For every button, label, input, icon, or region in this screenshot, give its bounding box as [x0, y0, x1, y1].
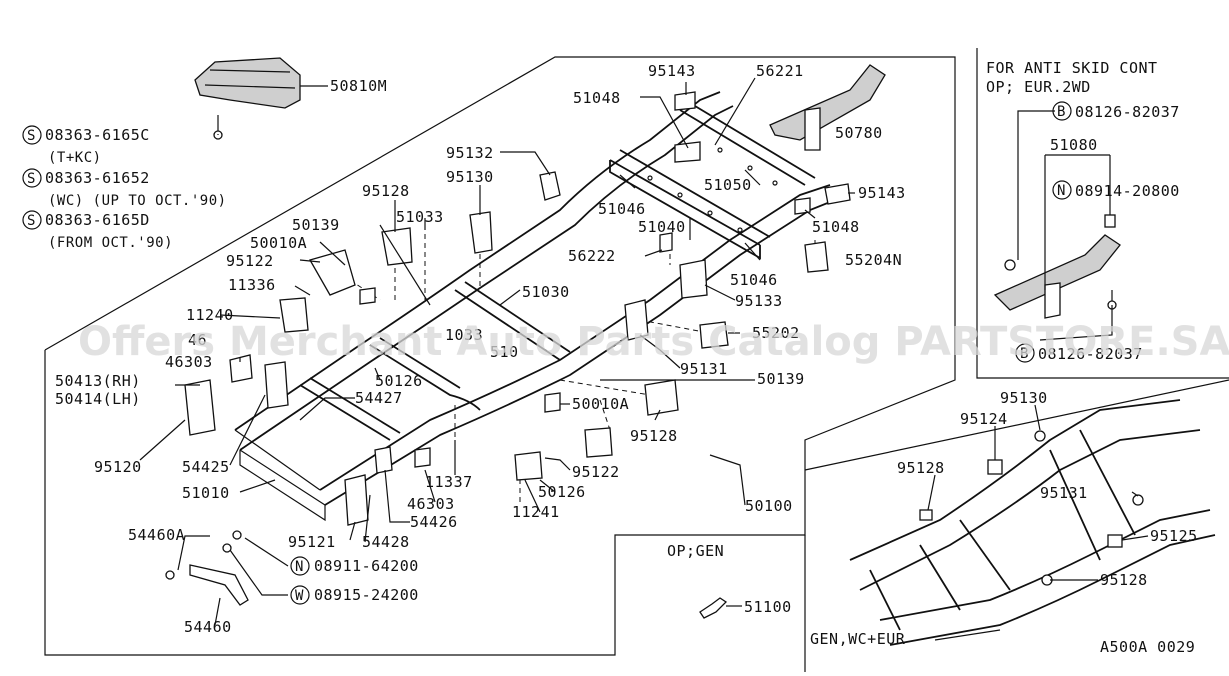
callout-54460A[interactable]: 54460A: [128, 526, 185, 544]
callout-55204N[interactable]: 55204N: [845, 251, 902, 269]
callout-50810M[interactable]: 50810M: [330, 77, 387, 95]
callout-08914-20800[interactable]: 08914-20800: [1075, 182, 1180, 200]
skid-plate-50810M: [194, 57, 301, 140]
crossmember-50780: [769, 64, 886, 151]
callout-50414-lh[interactable]: 50414(LH): [55, 390, 141, 408]
callout-1033-partial[interactable]: 1033: [445, 326, 483, 344]
callout-51046-upper[interactable]: 51046: [598, 200, 646, 218]
bolt-symbol: B: [1057, 104, 1066, 120]
main-border: [44, 56, 956, 656]
inset-antiskid-heading2: OP; EUR.2WD: [986, 78, 1091, 96]
callout-50010A-upper[interactable]: 50010A: [250, 234, 307, 252]
callout-50139-lower[interactable]: 50139: [757, 370, 805, 388]
callout-51100[interactable]: 51100: [744, 598, 792, 616]
callout-11337[interactable]: 11337: [425, 473, 473, 491]
callout-510-partial[interactable]: 510: [490, 343, 519, 361]
screw-symbol: S: [27, 213, 36, 229]
callout-50100[interactable]: 50100: [745, 497, 793, 515]
callout-54460[interactable]: 54460: [184, 618, 232, 636]
callout-54425[interactable]: 54425: [182, 458, 230, 476]
callout-54427[interactable]: 54427: [355, 389, 403, 407]
callout-46303-lower[interactable]: 46303: [407, 495, 455, 513]
inset-genwc: 95130 95124 95128 95131 95125 95128 GEN,…: [804, 379, 1229, 672]
callout-95143-top[interactable]: 95143: [648, 62, 696, 80]
callout-95121[interactable]: 95121: [288, 533, 336, 551]
inset-opgen-heading: OP;GEN: [667, 542, 724, 560]
callout-95128-inset-upper[interactable]: 95128: [897, 459, 945, 477]
callout-95128-upper[interactable]: 95128: [362, 182, 410, 200]
callout-95122-lower[interactable]: 95122: [572, 463, 620, 481]
nut-symbol: N: [295, 559, 304, 575]
callout-11241[interactable]: 11241: [512, 503, 560, 521]
screw-symbol: S: [27, 128, 36, 144]
callout-51048-top[interactable]: 51048: [573, 89, 621, 107]
callout-54428[interactable]: 54428: [362, 533, 410, 551]
callout-51033[interactable]: 51033: [396, 208, 444, 226]
callout-95128-inset-lower[interactable]: 95128: [1100, 571, 1148, 589]
callout-51030[interactable]: 51030: [522, 283, 570, 301]
callout-08363-61652[interactable]: 08363-61652: [45, 169, 150, 187]
callout-51046-lower[interactable]: 51046: [730, 271, 778, 289]
callout-50780[interactable]: 50780: [835, 124, 883, 142]
callout-95130-inset[interactable]: 95130: [1000, 389, 1048, 407]
callout-08363-6165C[interactable]: 08363-6165C: [45, 126, 150, 144]
nut-symbol: N: [1057, 183, 1066, 199]
callout-54426[interactable]: 54426: [410, 513, 458, 531]
callout-95124-inset[interactable]: 95124: [960, 410, 1008, 428]
brackets: [165, 91, 851, 606]
callout-95131-inset[interactable]: 95131: [1040, 484, 1088, 502]
callout-08363-6165D[interactable]: 08363-6165D: [45, 211, 150, 229]
inset-antiskid: FOR ANTI SKID CONT OP; EUR.2WD B 08126-8…: [976, 48, 1229, 379]
callout-08915-24200[interactable]: 08915-24200: [314, 586, 419, 604]
callout-08126-82037-top[interactable]: 08126-82037: [1075, 103, 1180, 121]
inset-opgen: OP;GEN 51100: [667, 542, 792, 619]
inset-antiskid-heading1: FOR ANTI SKID CONT: [986, 59, 1158, 77]
callout-56221[interactable]: 56221: [756, 62, 804, 80]
callout-50139-upper[interactable]: 50139: [292, 216, 340, 234]
callout-50126-upper[interactable]: 50126: [375, 372, 423, 390]
note-wc-up-to: (WC) (UP TO OCT.'90): [48, 193, 227, 209]
callout-95132[interactable]: 95132: [446, 144, 494, 162]
callout-95128-lower[interactable]: 95128: [630, 427, 678, 445]
note-t-kc: (T+KC): [48, 150, 102, 166]
watermark-text: Offers Merchant Auto Parts Catalog PARTS…: [78, 319, 1229, 365]
callout-95131[interactable]: 95131: [680, 360, 728, 378]
inset-genwc-caption: GEN,WC+EUR: [810, 630, 906, 648]
screw-symbol: S: [27, 171, 36, 187]
callout-08126-82037-bottom[interactable]: 08126-82037: [1038, 345, 1143, 363]
callout-95122-upper[interactable]: 95122: [226, 252, 274, 270]
callout-51048-right[interactable]: 51048: [812, 218, 860, 236]
callout-56222[interactable]: 56222: [568, 247, 616, 265]
washer-symbol: W: [295, 588, 304, 604]
callout-51010[interactable]: 51010: [182, 484, 230, 502]
callout-50413-rh[interactable]: 50413(RH): [55, 372, 141, 390]
callout-51050[interactable]: 51050: [704, 176, 752, 194]
note-from-oct: (FROM OCT.'90): [48, 235, 173, 251]
callout-50126-lower[interactable]: 50126: [538, 483, 586, 501]
bolt-symbol: B: [1020, 346, 1029, 362]
callout-95133[interactable]: 95133: [735, 292, 783, 310]
callout-51040[interactable]: 51040: [638, 218, 686, 236]
symbol-markers-main: S S S N W: [22, 125, 310, 605]
callout-46303-left[interactable]: 46303: [165, 353, 213, 371]
callout-11336[interactable]: 11336: [228, 276, 276, 294]
callout-50010A-lower[interactable]: 50010A: [572, 395, 629, 413]
callout-46-partial[interactable]: 46: [188, 331, 207, 349]
callout-95120[interactable]: 95120: [94, 458, 142, 476]
callout-08911-64200[interactable]: 08911-64200: [314, 557, 419, 575]
ladder-frame-drawing: [234, 91, 841, 522]
callout-95130[interactable]: 95130: [446, 168, 494, 186]
callout-11240[interactable]: 11240: [186, 306, 234, 324]
callout-55202[interactable]: 55202: [752, 324, 800, 342]
main-callout-labels: 50810M 08363-6165C (T+KC) 08363-61652 (W…: [45, 62, 906, 636]
diagram-code: A500A 0029: [1100, 638, 1195, 656]
callout-51080[interactable]: 51080: [1050, 136, 1098, 154]
callout-95125-inset[interactable]: 95125: [1150, 527, 1198, 545]
callout-95143-right[interactable]: 95143: [858, 184, 906, 202]
leader-lines-main: [139, 77, 855, 626]
crossmember-holes: [647, 147, 778, 233]
